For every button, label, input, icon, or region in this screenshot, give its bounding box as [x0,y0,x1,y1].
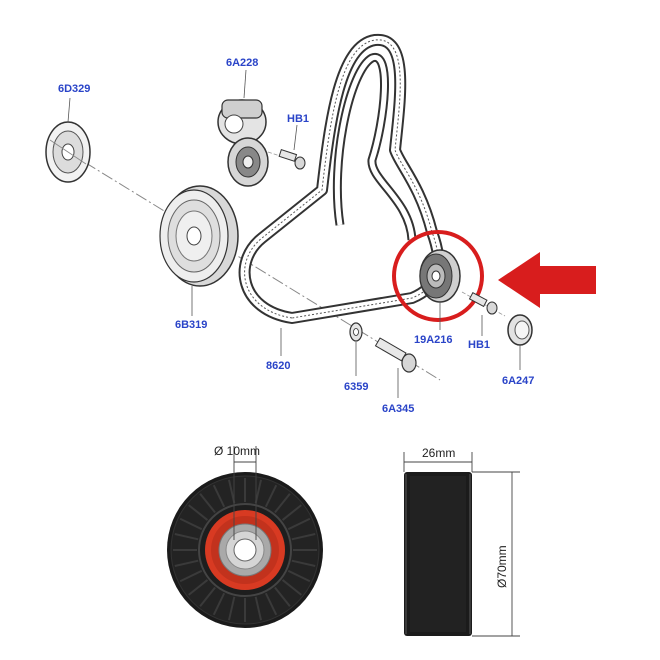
pulley-rib [291,533,316,541]
pulley-rib [264,484,278,508]
leader-lines [67,69,521,398]
idler-pulley-19a216 [419,249,461,303]
label-6359: 6359 [344,381,368,393]
washer-6359 [349,322,363,342]
pulley-rib [291,559,316,567]
pulley-rib [254,596,262,621]
label-6b319: 6B319 [175,319,207,331]
drive-belt [238,33,445,324]
pulley-rib [199,493,216,514]
pulley-rib [287,569,311,583]
pulley-rib [281,504,302,521]
pulley-rib [212,484,226,508]
label-19a216: 19A216 [414,334,453,346]
diameter-dimension-label: Ø70mm [495,545,509,588]
pulley-rib [212,592,226,616]
pulley-rib [264,592,278,616]
bolt-6a345 [374,337,417,373]
pulley-rib [228,596,236,621]
pulley-rib [228,479,236,504]
bore-hole [233,538,257,562]
pulley-rib [287,517,311,531]
pulley-rib [179,517,203,531]
pulley-rib [274,586,291,607]
dust-cap-6a247 [507,314,533,346]
pulley-rib [199,586,216,607]
crank-pulley-6b319 [159,185,239,287]
pulley-rib [188,504,209,521]
tensioner-6a228 [217,99,269,187]
highlight-arrow [498,252,596,308]
bolt-hb1-right [461,291,506,317]
pulley-rib [174,559,199,567]
pulley-6d329 [45,121,91,183]
pulley-rib [254,479,262,504]
pulley-front-view [167,472,323,628]
bore-dimension-label: Ø 10mm [214,444,260,458]
pulley-rib [281,579,302,596]
label-6a345: 6A345 [382,403,414,415]
bore-dimension [233,446,257,540]
pulley-rib [179,569,203,583]
bolt-hb1-top [267,149,306,170]
width-dimension-label: 26mm [422,446,455,460]
pulley-side-view [404,472,472,636]
label-hb1-right: HB1 [468,339,490,351]
diameter-dimension [472,471,520,637]
label-6a228: 6A228 [226,57,258,69]
pulley-rib [274,493,291,514]
label-hb1-top: HB1 [287,113,309,125]
label-6d329: 6D329 [58,83,90,95]
width-dimension [403,452,473,472]
pulley-rib [174,533,199,541]
pulley-rib [188,579,209,596]
highlight-circle [392,230,484,322]
label-6a247: 6A247 [502,375,534,387]
label-8620: 8620 [266,360,290,372]
